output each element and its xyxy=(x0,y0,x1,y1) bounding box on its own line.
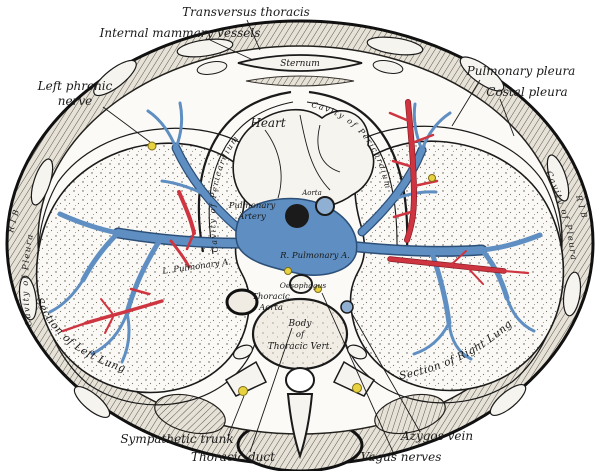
label-vertebra-line2: of xyxy=(296,330,306,340)
vagus-nerve-right-dot xyxy=(314,285,322,293)
label-pulmonary-artery-line1: Pulmonary xyxy=(228,201,276,211)
right-phrenic-nerve-dot xyxy=(428,174,436,182)
label-aorta-small: Aorta xyxy=(301,189,322,197)
label-thoracic-duct: Thoracic duct xyxy=(191,450,275,464)
label-transversus-thoracis: Transversus thoracis xyxy=(182,5,310,19)
label-right-pulmonary-artery: R. Pulmonary A. xyxy=(279,251,350,261)
labels: Transversus thoracis Internal mammary ve… xyxy=(37,5,576,464)
label-azygos-vein: Azygos vein xyxy=(400,429,473,443)
label-sternum: Sternum xyxy=(280,59,320,69)
label-vertebra-line1: Body xyxy=(288,319,313,329)
vagus-nerve-left-dot xyxy=(284,267,292,275)
label-left-phrenic-line2: nerve xyxy=(58,94,92,108)
label-left-phrenic-line1: Left phrenic xyxy=(37,79,113,93)
label-vagus-nerves: Vagus nerves xyxy=(361,450,442,464)
nerve-dots xyxy=(147,141,436,396)
label-costal-pleura: Costal pleura xyxy=(486,85,567,99)
label-pulmonary-pleura: Pulmonary pleura xyxy=(466,64,576,78)
label-thoracic-aorta-line1: Thoracic xyxy=(252,292,290,302)
label-heart: Heart xyxy=(249,116,285,130)
pulmonary-vessels-blue xyxy=(48,101,543,364)
heart-section xyxy=(232,108,375,214)
arteries-red xyxy=(61,99,530,334)
vessel-ring-cut xyxy=(315,196,335,216)
label-pulmonary-artery-line2: Artery xyxy=(237,212,266,222)
sympathetic-trunk-right-dot xyxy=(352,383,362,393)
pericardium xyxy=(197,90,409,255)
label-internal-mammary-vessels: Internal mammary vessels xyxy=(99,26,261,40)
oesophagus-cut xyxy=(289,274,313,294)
label-cavity-of-pleura-left: Cavity of Pleura xyxy=(21,232,36,327)
label-oesophagus: Oesophagus xyxy=(280,281,327,290)
sympathetic-trunk-left-dot xyxy=(238,386,248,396)
leader-lines xyxy=(102,19,515,453)
rib-sections xyxy=(18,36,582,419)
left-phrenic-nerve-dot xyxy=(147,141,157,151)
label-thoracic-aorta-line2: Aorta xyxy=(258,303,283,313)
label-sympathetic-trunk: Sympathetic trunk xyxy=(120,432,233,446)
thoracic-aorta-cut xyxy=(225,288,259,316)
sternum-section xyxy=(196,54,404,87)
label-vertebra-line3: Thoracic Vert. xyxy=(268,342,333,352)
azygos-vein-cut xyxy=(340,300,354,314)
pulmonary-trunk-cut xyxy=(285,204,309,228)
